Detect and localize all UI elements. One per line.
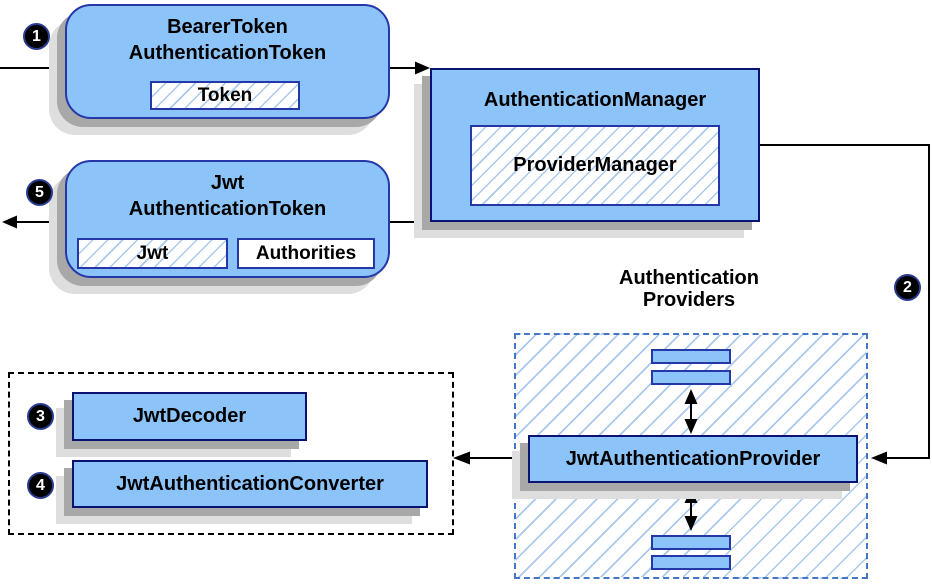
provider-slot-bar [651,370,731,385]
provider-slot-bar [651,555,731,570]
title-line-2: AuthenticationToken [128,42,327,64]
step-badge-2: 2 [894,274,921,301]
authentication-providers-label: Authentication Providers [564,267,814,311]
step-badge-5: 5 [26,179,53,206]
step-badge-4: 4 [27,472,54,499]
field-authorities: Authorities [237,238,375,269]
field-token-label: Token [197,84,253,106]
node-jwt-decoder: JwtDecoder [72,392,307,441]
provider-slot-bar [651,535,731,550]
field-token: Token [150,81,300,110]
node-bearer-token-authentication-token: BearerToken AuthenticationToken [65,4,390,119]
flow-line-manager-to-provider [760,144,930,459]
node-title: JwtAuthenticationProvider [565,447,821,470]
step-badge-1: 1 [23,23,50,50]
arrowhead-into-manager [415,61,430,75]
field-jwt: Jwt [77,238,228,269]
node-title: BearerToken AuthenticationToken [67,14,388,66]
label-line-1: Authentication [619,267,759,289]
arrowhead-slots-bottom-up [684,488,698,503]
field-authorities-label: Authorities [255,242,357,264]
node-title: AuthenticationManager [483,89,707,111]
arrowhead-slots-top-up [684,389,698,404]
step-badge-3: 3 [27,403,54,430]
field-provider-manager-label: ProviderManager [513,154,677,176]
title-line-2: AuthenticationToken [128,198,327,220]
arrowhead-slots-top-down [684,419,698,434]
label-line-2: Providers [642,289,736,311]
arrowhead-slots-bottom-down [684,516,698,531]
arrowhead-into-provider [871,451,887,465]
field-provider-manager: ProviderManager [470,125,720,206]
node-jwt-authentication-converter: JwtAuthenticationConverter [72,460,428,508]
node-title: JwtDecoder [132,405,247,427]
field-jwt-label: Jwt [136,242,169,264]
title-line-1: Jwt [210,172,245,194]
provider-slot-bar [651,349,731,364]
node-title: Jwt AuthenticationToken [67,170,388,222]
node-title: JwtAuthenticationConverter [116,472,384,495]
arrowhead-result-out [2,215,17,229]
title-line-1: BearerToken [167,16,288,38]
arrowhead-into-dashed-box [453,451,470,465]
node-jwt-authentication-provider: JwtAuthenticationProvider [528,435,858,483]
decoder-converter-group-box [8,372,454,535]
